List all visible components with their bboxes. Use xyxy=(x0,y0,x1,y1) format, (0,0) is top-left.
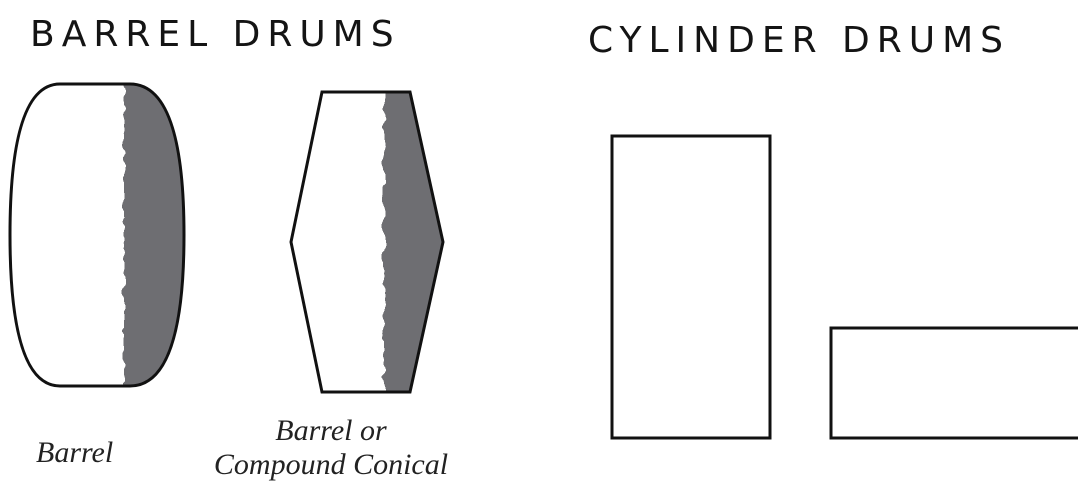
cylinder-drum-tall xyxy=(612,136,770,438)
barrel-shading xyxy=(124,70,204,400)
barrel-caption: Barrel xyxy=(36,436,113,470)
compound-caption-line-2: Compound Conical xyxy=(186,448,476,482)
compound-caption-line-1: Barrel or xyxy=(186,414,476,448)
compound-conical-caption: Barrel or Compound Conical xyxy=(186,414,476,482)
cylinder-drum-short xyxy=(831,328,1078,438)
compound-conical-drum-shape xyxy=(291,80,454,410)
barrel-drum-shape xyxy=(10,70,204,400)
